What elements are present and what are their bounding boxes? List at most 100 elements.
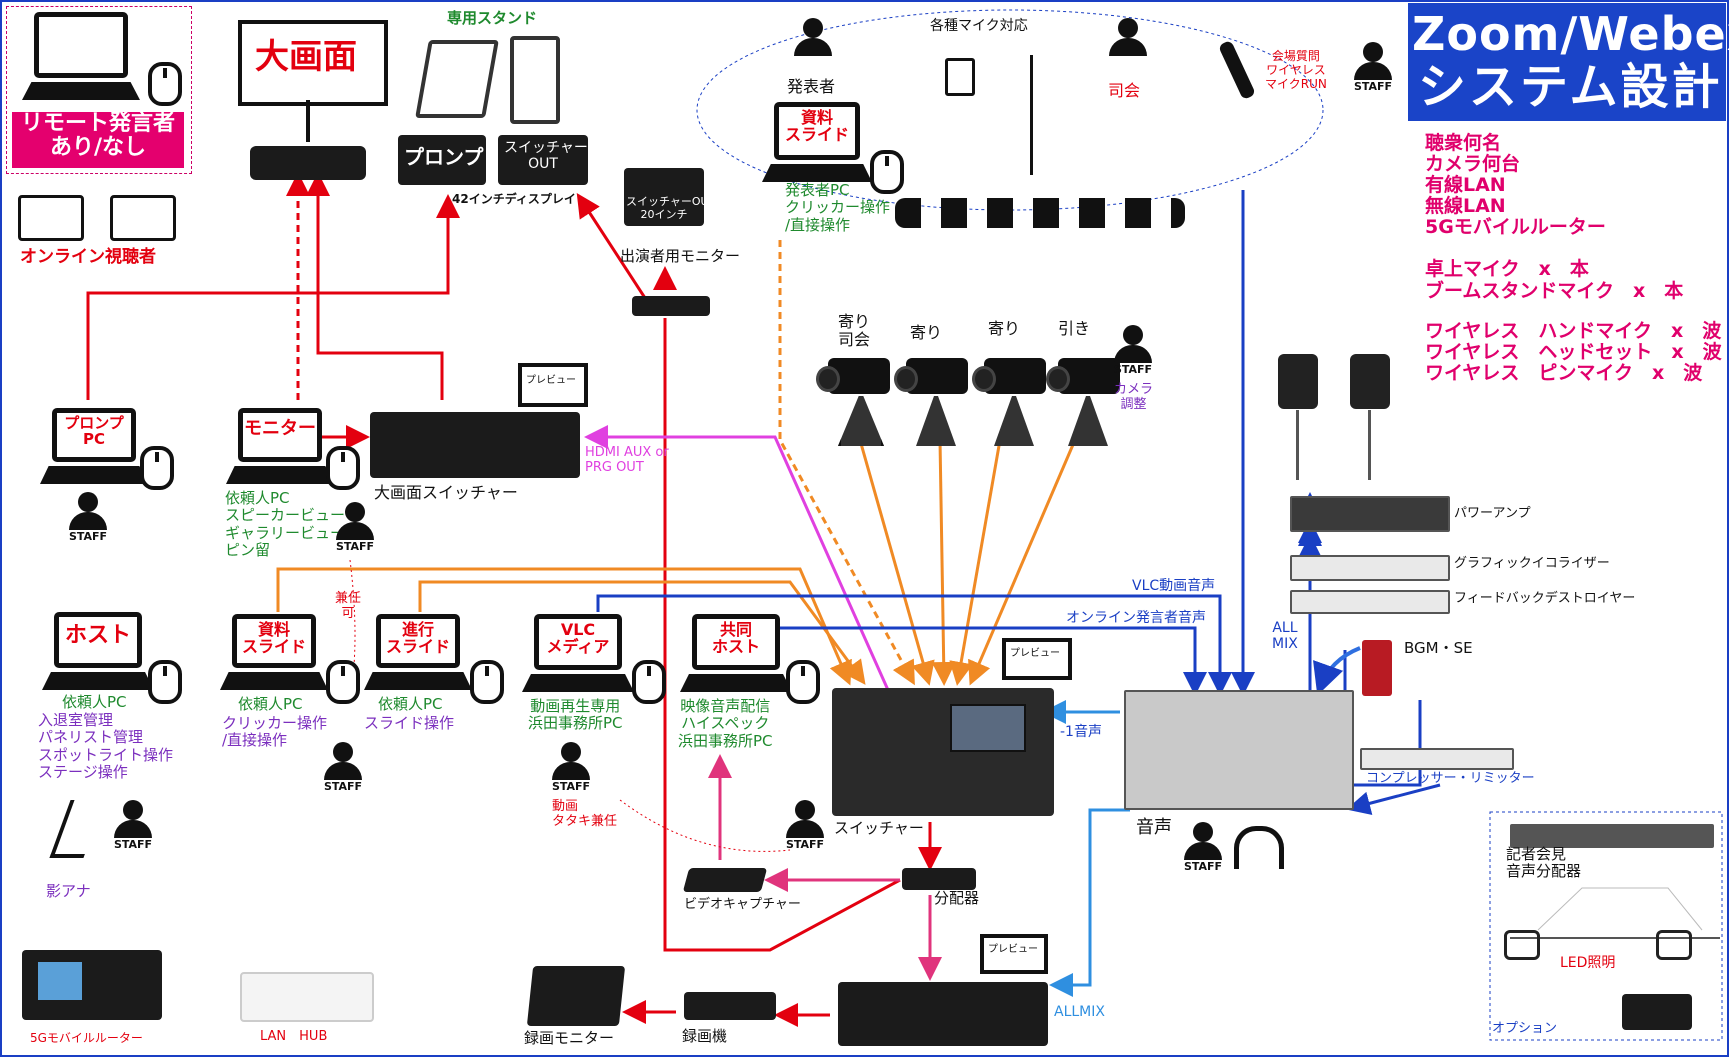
staff-kagena: STAFF (110, 800, 156, 852)
monitor-pc-note: 依頼人PC スピーカービュー ギャラリービュー ピン留 (225, 489, 346, 559)
preview-label-2: プレビュー (1010, 648, 1060, 659)
mc-icon (1105, 18, 1151, 70)
cohost-note: 映像音声配信 ハイスペック 浜田事務所PC (678, 697, 773, 750)
desk-mic-icon (945, 58, 975, 96)
speaker-right-icon (1350, 354, 1390, 409)
headphones-icon (1234, 826, 1284, 869)
music-player-icon (1362, 640, 1392, 696)
light-controller-icon (1622, 994, 1692, 1030)
record-monitor-label: 録画モニター (524, 1029, 615, 1047)
presenter-pc-note: 発表者PC クリッカー操作 /直接操作 (785, 181, 891, 234)
vlc-staff-note: 動画 タタキ兼任 (552, 799, 618, 829)
checklist-10: ワイヤレス ピンマイク x 波 (1425, 362, 1703, 384)
cohost-pc-icon: 共同 ホスト (680, 614, 792, 692)
power-amp-label: パワーアンプ (1454, 506, 1531, 521)
staff-camera: STAFF (1110, 325, 1156, 377)
remote-laptop-icon (22, 12, 140, 100)
switcher-label: スイッチャー (834, 819, 924, 837)
host-note-1: 依頼人PC (62, 693, 127, 711)
graphic-eq (1290, 555, 1450, 581)
record-monitor (526, 966, 626, 1026)
vlc-note: 動画再生専用 浜田事務所PC (528, 697, 623, 733)
presenter-icon (790, 18, 836, 70)
comp-label: コンプレッサー・リミッター (1366, 771, 1535, 786)
vlc-audio-label: VLC動画音声 (1132, 578, 1216, 594)
checklist-9: ワイヤレス ヘッドセット x 波 (1425, 341, 1722, 363)
mouse-icon (326, 446, 360, 490)
power-amp (1290, 496, 1450, 532)
router-label: 5Gモバイルルーター (30, 1031, 143, 1045)
checklist-7: ブームスタンドマイク x 本 (1425, 280, 1684, 302)
switcher-screen (950, 704, 1026, 752)
mouse-icon (786, 660, 820, 704)
press-label: 記者会見 音声分配器 (1506, 845, 1582, 881)
title-line2: システム設計 (1418, 59, 1723, 115)
staff-monitor: STAFF (332, 502, 378, 554)
projector-icon (250, 146, 366, 180)
camera-adjust-label: カメラ 調整 (1114, 382, 1154, 412)
preview-monitor-1 (518, 363, 588, 407)
switcher-out-display (498, 135, 588, 185)
progress-note-1: 依頼人PC (378, 695, 443, 713)
remote-speaker-box (6, 6, 192, 174)
stand-icon-2 (510, 36, 560, 124)
remote-speaker-label: リモート発言者 あり/なし (12, 111, 184, 168)
title-box (1408, 3, 1726, 121)
record-switcher (838, 982, 1048, 1046)
press-splitter (1510, 824, 1714, 848)
option-label: オプション (1492, 1021, 1558, 1036)
checklist-6: 卓上マイク x 本 (1425, 258, 1589, 280)
viewer-icon-2 (110, 195, 176, 241)
cam2-label: 寄り (910, 323, 943, 342)
display42-label: 42インチディスプレイ (452, 192, 576, 206)
allmix2-label: ALLMIX (1054, 1004, 1105, 1020)
viewer-icon-1 (18, 195, 84, 241)
audience-icons (895, 198, 1185, 228)
audio-mixer (1124, 690, 1354, 810)
mouse-icon (148, 660, 182, 704)
mouse-icon (470, 660, 504, 704)
mic-support-label: 各種マイク対応 (930, 18, 1028, 34)
speaker-stand-left (1296, 410, 1299, 480)
host-note-2: 入退室管理 パネリスト管理 スポットライト操作 ステージ操作 (38, 711, 174, 781)
stage-area (696, 9, 1324, 211)
slide-pc-note-1: 依頼人PC (238, 695, 303, 713)
online-viewers-label: オンライン視聴者 (20, 247, 156, 267)
monitor-20inch (624, 168, 704, 226)
online-audio-label: オンライン発言者音声 (1066, 610, 1206, 626)
slide-pc-note-2: クリッカー操作 /直接操作 (222, 714, 328, 750)
mouse-icon (140, 446, 174, 490)
staff-qa: STAFF (1350, 42, 1396, 94)
camera-icon-2 (894, 358, 968, 394)
camera-icon-1 (816, 358, 890, 394)
checklist-8: ワイヤレス ハンドマイク x 波 (1425, 320, 1722, 342)
big-switcher-label: 大画面スイッチャー (374, 483, 518, 502)
led-light-left-icon (1504, 930, 1540, 960)
checklist-3: 有線LAN (1425, 174, 1506, 196)
camera-icon-4 (1046, 358, 1120, 394)
staff-audio: STAFF (1180, 822, 1226, 874)
hdmi-aux-label: HDMI AUX or PRG OUT (585, 445, 669, 475)
staff-prompt: STAFF (65, 492, 111, 544)
capture-label: ビデオキャプチャー (684, 897, 801, 912)
option-box (1489, 811, 1723, 1041)
mc-label: 司会 (1108, 81, 1141, 100)
progress-note-2: スライド操作 (364, 714, 455, 732)
prompter-display (398, 135, 486, 185)
mouse-icon (632, 660, 666, 704)
presenter-pc-icon: 資料 スライド (762, 102, 872, 182)
big-screen-switcher (370, 412, 580, 478)
lan-hub-label: LAN HUB (260, 1029, 328, 1044)
distributor-label: 分配器 (934, 889, 980, 907)
lan-hub-icon (240, 972, 374, 1022)
presenter-label: 発表者 (787, 77, 836, 96)
preview-monitor-2 (1002, 638, 1072, 680)
led-label: LED照明 (1560, 955, 1616, 971)
splitter-icon (632, 296, 710, 316)
mic-stand-icon (1030, 55, 1033, 175)
qa-mic-label: 会場質問 ワイヤレス マイクRUN (1265, 49, 1327, 91)
slide-pc-icon: 資料 スライド (220, 614, 328, 690)
